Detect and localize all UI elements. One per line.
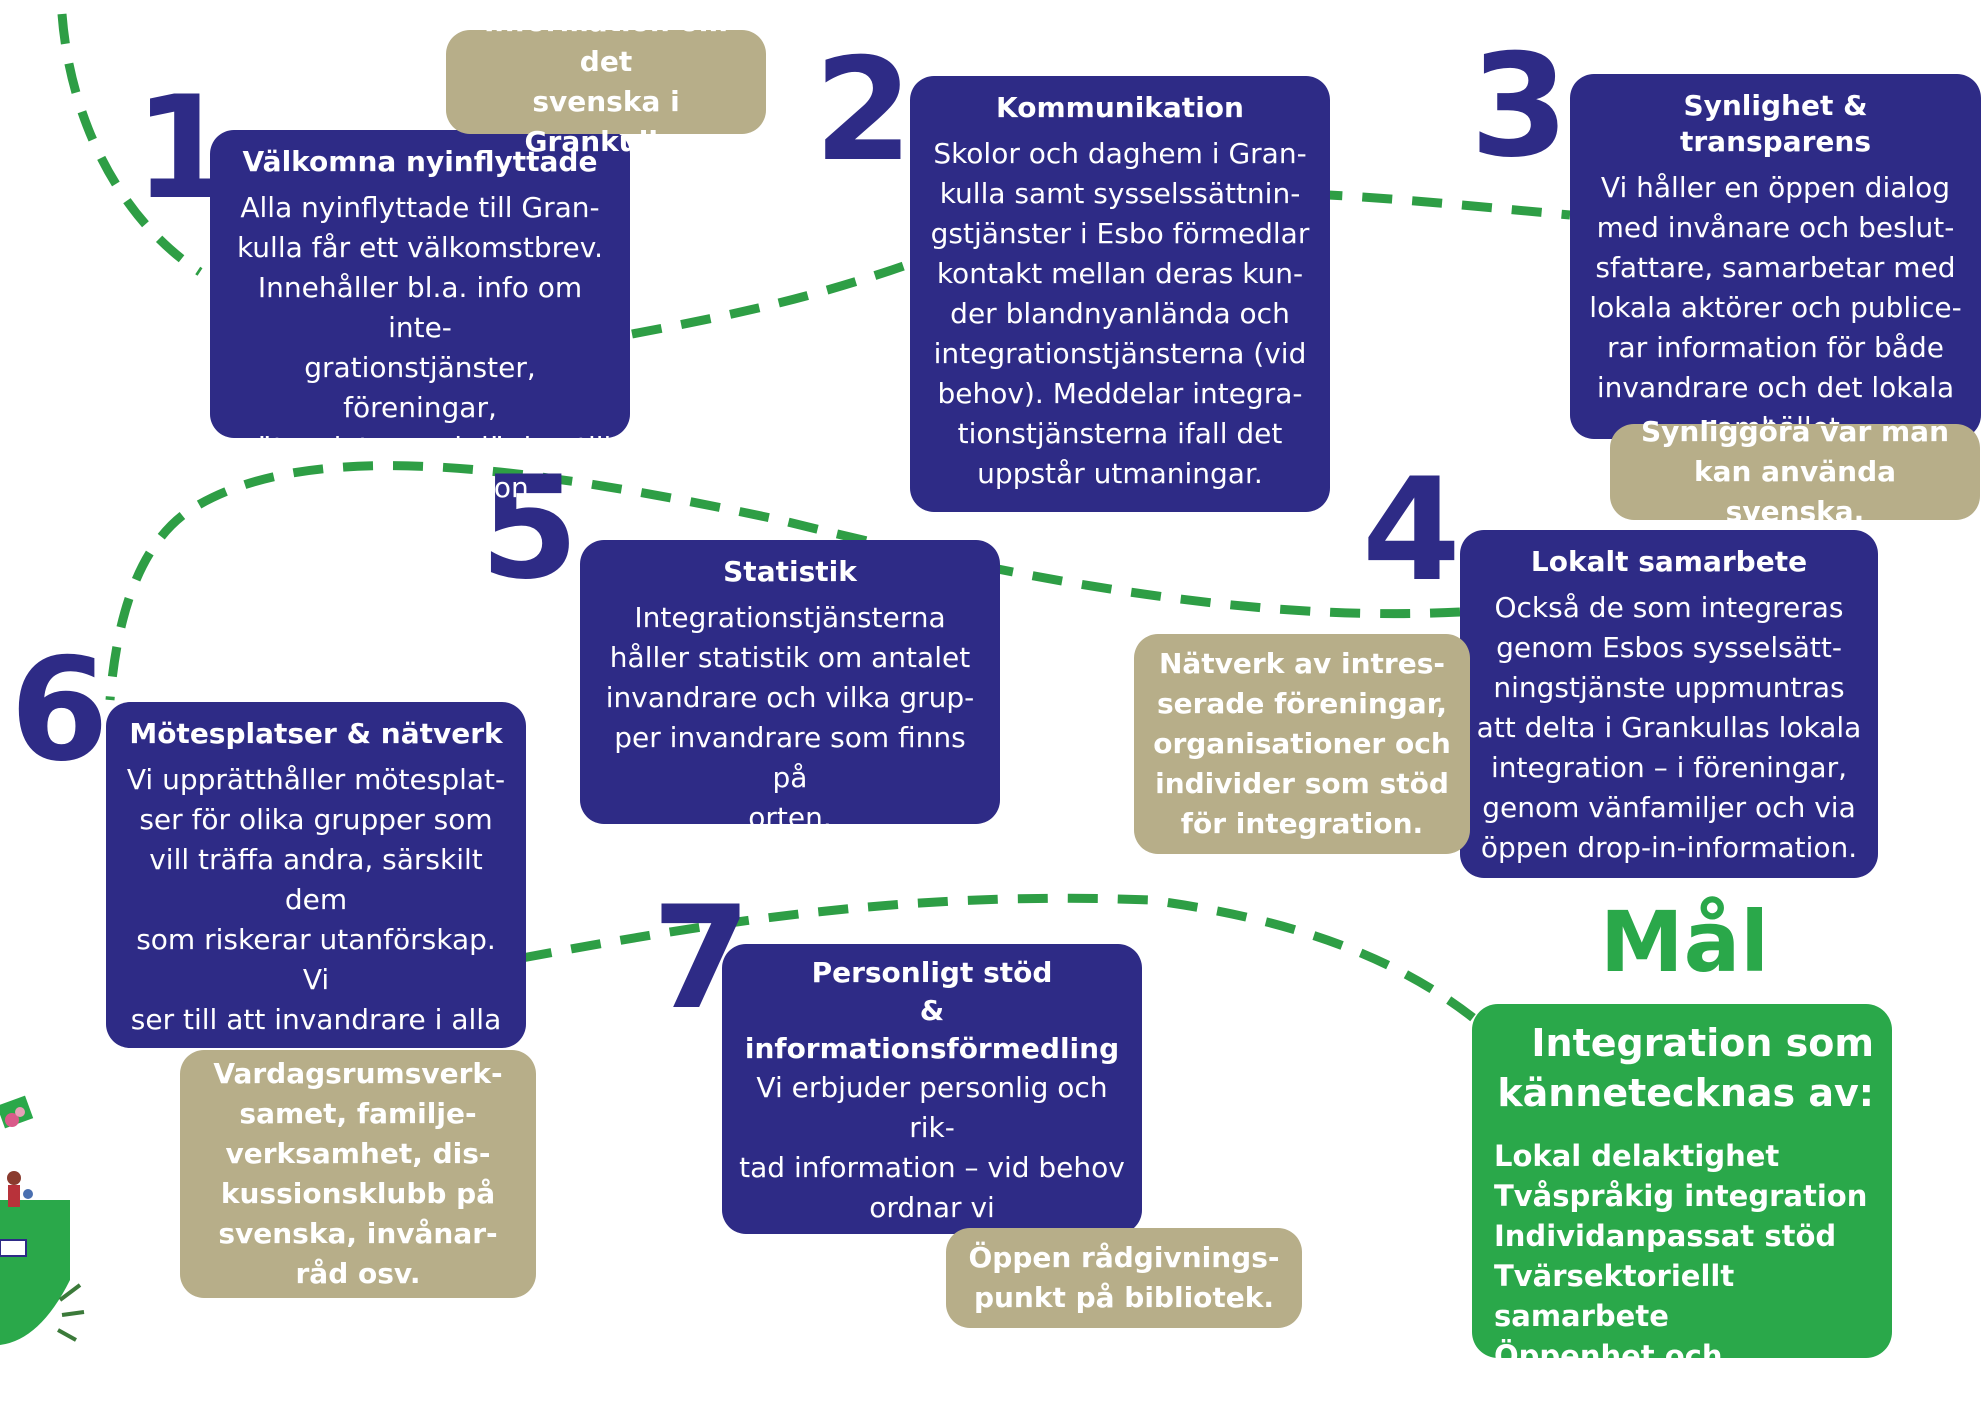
- step-4-box: Lokalt samarbete Också de som integreras…: [1460, 530, 1878, 878]
- step-5-title: Statistik: [723, 555, 857, 588]
- note-step-3: Synliggöra var man kan använda svenska.: [1610, 415, 1980, 528]
- step-5-box: Statistik Integrationstjänsterna håller …: [580, 540, 1000, 834]
- step-4-number: 4: [1362, 448, 1461, 613]
- step-3-title: Synlighet & transparens: [1679, 89, 1872, 158]
- goal-item: Lokal delaktighet: [1494, 1139, 1780, 1173]
- step-3-number: 3: [1470, 24, 1569, 189]
- step-4-body: Också de som integreras genom Esbos syss…: [1476, 591, 1862, 864]
- goal-item: Tvåspråkig integration: [1494, 1179, 1868, 1213]
- step-5-body: Integrationstjänsterna håller statistik …: [605, 601, 975, 834]
- note-step-7: Öppen rådgivnings- punkt på bibliotek.: [946, 1228, 1302, 1328]
- goal-item: Tvärsektoriellt samarbete: [1494, 1259, 1735, 1333]
- step-6-number: 6: [10, 628, 109, 793]
- note-step-1: Information om det svenska i Grankulla.: [446, 5, 766, 158]
- step-2-title: Kommunikation: [996, 91, 1244, 124]
- goal-item: Öppenhet och gemenskap: [1494, 1339, 1723, 1413]
- town-illustration: [0, 1095, 85, 1345]
- goal-item: Individanpassat stöd: [1494, 1219, 1837, 1253]
- step-2-body: Skolor och daghem i Gran- kulla samt sys…: [930, 137, 1310, 490]
- step-4-title: Lokalt samarbete: [1530, 545, 1808, 578]
- goal-box: Integration som kännetecknas av: Lokal d…: [1472, 1004, 1892, 1413]
- step-5-number: 5: [480, 446, 579, 611]
- step-7-box: Personligt stöd & informationsförmedling…: [722, 944, 1142, 1384]
- step-2-number: 2: [814, 28, 913, 193]
- goal-title: Mål: [1600, 893, 1770, 991]
- step-3-box: Synlighet & transparens Vi håller en öpp…: [1570, 74, 1981, 444]
- note-step-6: Vardagsrumsverk- samet, familje- verksam…: [180, 1050, 536, 1298]
- step-7-title: Personligt stöd & informationsförmedling: [744, 956, 1120, 1065]
- step-2-box: Kommunikation Skolor och daghem i Gran- …: [910, 76, 1330, 512]
- goal-heading: Integration som kännetecknas av:: [1497, 1021, 1874, 1115]
- step-6-title: Mötesplatser & nätverk: [129, 717, 503, 750]
- step-1-title: Välkomna nyinflyttade: [242, 145, 598, 178]
- step-1-box: Välkomna nyinflyttade Alla nyinflyttade …: [210, 130, 630, 504]
- goal-list: Lokal delaktighet Tvåspråkig integration…: [1486, 1136, 1878, 1416]
- step-1-body: Alla nyinflyttade till Gran- kulla får e…: [228, 191, 612, 504]
- note-step-4: Nätverk av intres- serade föreningar, or…: [1134, 634, 1470, 854]
- step-6-box: Mötesplatser & nätverk Vi upprätthåller …: [106, 702, 526, 1116]
- step-3-body: Vi håller en öppen dialog med invånare o…: [1589, 171, 1962, 444]
